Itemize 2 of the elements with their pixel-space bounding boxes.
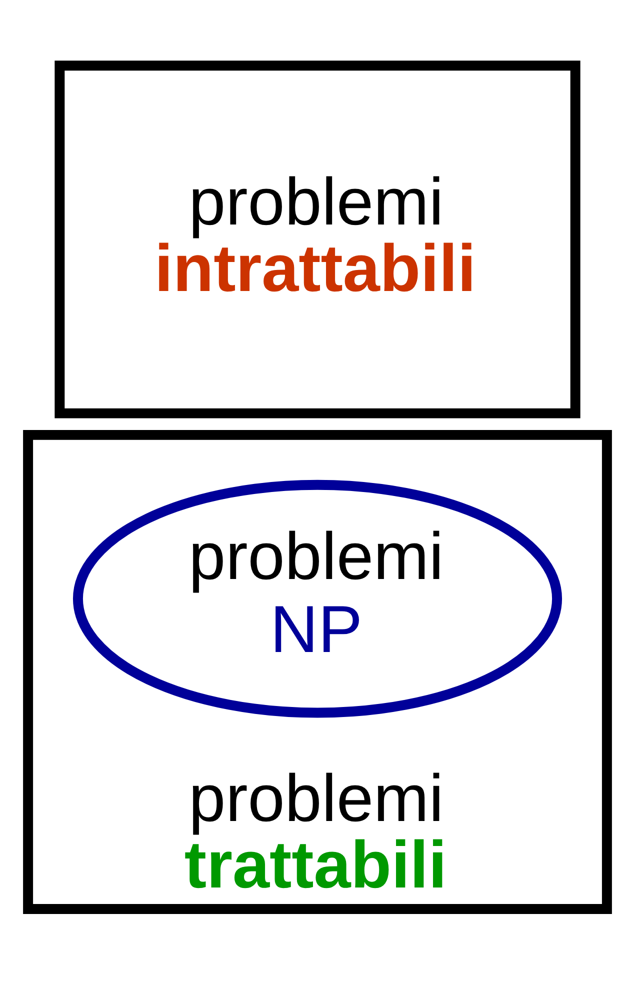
node-box: problemi intrattabili xyxy=(54,60,580,418)
node-ellipse: problemi NP xyxy=(72,480,562,718)
